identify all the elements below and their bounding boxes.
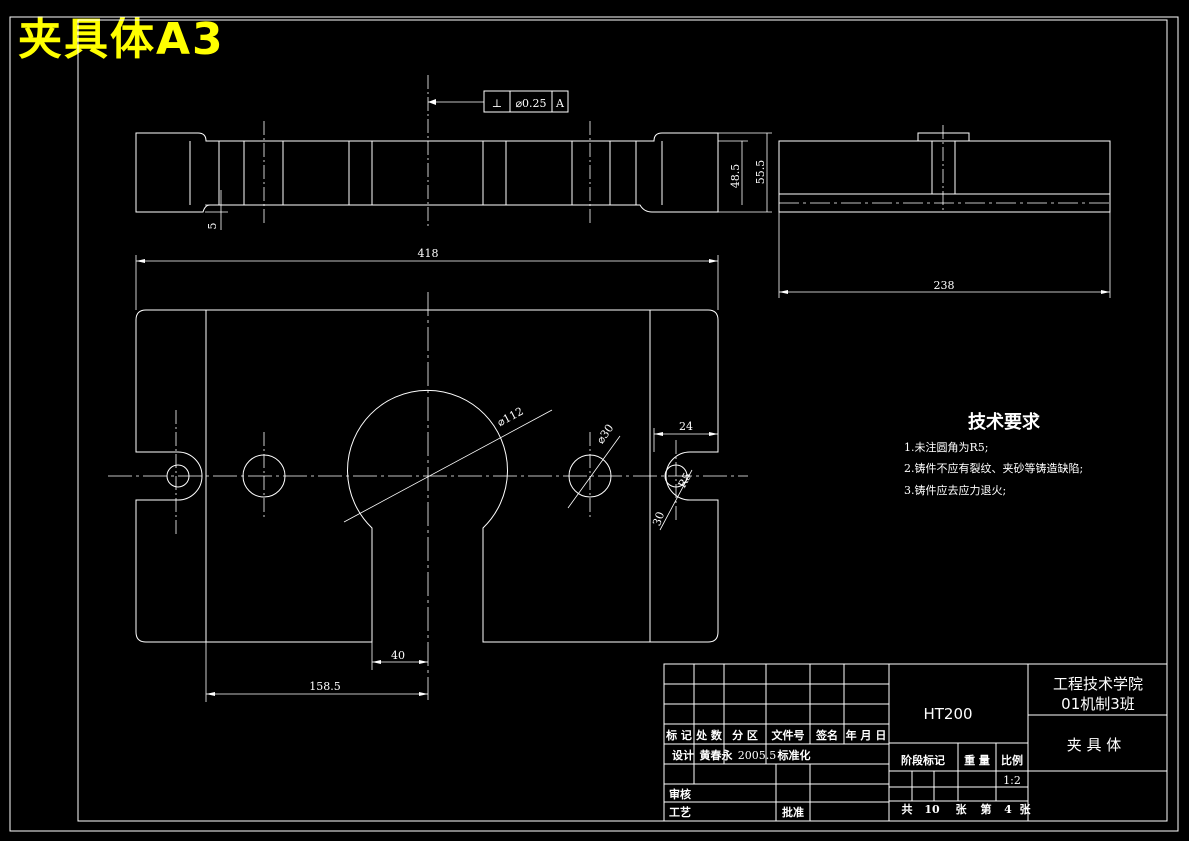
tolerance-datum: A — [555, 97, 565, 110]
dim-30: 30 — [650, 510, 667, 528]
title-block: 标 记 处 数 分 区 文件号 签名 年 月 日 设计 黄春永 2005.5 标… — [663, 663, 1168, 822]
tb-sheet-no: 4 — [1004, 803, 1012, 816]
tb-part-name: 夹 具 体 — [1067, 736, 1122, 754]
tech-req-item: 2.铸件不应有裂纹、夹砂等铸造缺陷; — [904, 461, 1083, 475]
drawing-title: 夹具体A3 — [18, 14, 225, 65]
dim-40: 40 — [391, 649, 405, 662]
tb-total: 10 — [924, 803, 940, 816]
outer-border — [9, 16, 1179, 832]
end-view: 238 — [778, 125, 1111, 298]
dim-r5: R5 — [676, 471, 695, 491]
tb-scale: 1:2 — [1003, 774, 1021, 787]
tb-sheets-label: 张 — [956, 802, 968, 816]
tb-school: 工程技术学院 — [1053, 675, 1143, 693]
tech-requirements: 技术要求 1.未注圆角为R5; 2.铸件不应有裂纹、夹砂等铸造缺陷; 3.铸件应… — [904, 411, 1083, 497]
dim-418: 418 — [418, 247, 439, 260]
tb-scale-label: 比例 — [1001, 753, 1023, 767]
tb-header-zone: 分 区 — [732, 728, 758, 742]
tech-requirements-heading: 技术要求 — [968, 411, 1041, 433]
dim-diameter-112: ⌀112 — [495, 405, 525, 429]
tb-total-label: 共 — [902, 802, 913, 816]
tb-header-count: 处 数 — [695, 728, 723, 742]
dim-24: 24 — [679, 420, 693, 433]
tb-approve: 批准 — [782, 805, 804, 819]
tb-stage-label: 阶段标记 — [901, 753, 945, 767]
dim-5: 5 — [206, 223, 219, 230]
tb-review: 审核 — [669, 787, 691, 801]
plan-view: 418 ⌀112 ⌀30 24 R5 30 40 158.5 — [108, 247, 748, 702]
dim-158-5: 158.5 — [309, 680, 341, 693]
tb-sheet-no-label: 第 — [981, 802, 992, 816]
tb-standardize: 标准化 — [777, 748, 811, 762]
tb-sheet-no-suffix: 张 — [1020, 802, 1032, 816]
tolerance-symbol: ⊥ — [492, 97, 502, 110]
dim-48-5: 48.5 — [729, 164, 742, 189]
tb-header-mark: 标 记 — [665, 728, 692, 742]
tb-design-label: 设计 — [672, 748, 694, 762]
dim-238: 238 — [934, 279, 955, 292]
tech-req-item: 1.未注圆角为R5; — [904, 440, 988, 454]
tb-process: 工艺 — [669, 805, 691, 819]
tolerance-value: ⌀0.25 — [515, 97, 546, 110]
tb-material: HT200 — [923, 705, 972, 723]
tech-req-item: 3.铸件应去应力退火; — [904, 483, 1006, 497]
dim-55-5: 55.5 — [754, 160, 767, 185]
tb-class: 01机制3班 — [1061, 695, 1135, 713]
inner-border — [77, 19, 1168, 822]
tb-designer: 黄春永 — [700, 748, 734, 762]
tb-header-date: 年 月 日 — [846, 728, 887, 742]
tb-header-doc: 文件号 — [772, 728, 805, 742]
tb-date: 2005.5 — [738, 749, 777, 762]
side-view: ⊥ ⌀0.25 A 5 48.5 55.5 — [135, 75, 772, 230]
tb-header-sign: 签名 — [815, 728, 838, 742]
tb-weight-label: 重 量 — [964, 753, 990, 767]
dim-diameter-30: ⌀30 — [594, 422, 616, 446]
